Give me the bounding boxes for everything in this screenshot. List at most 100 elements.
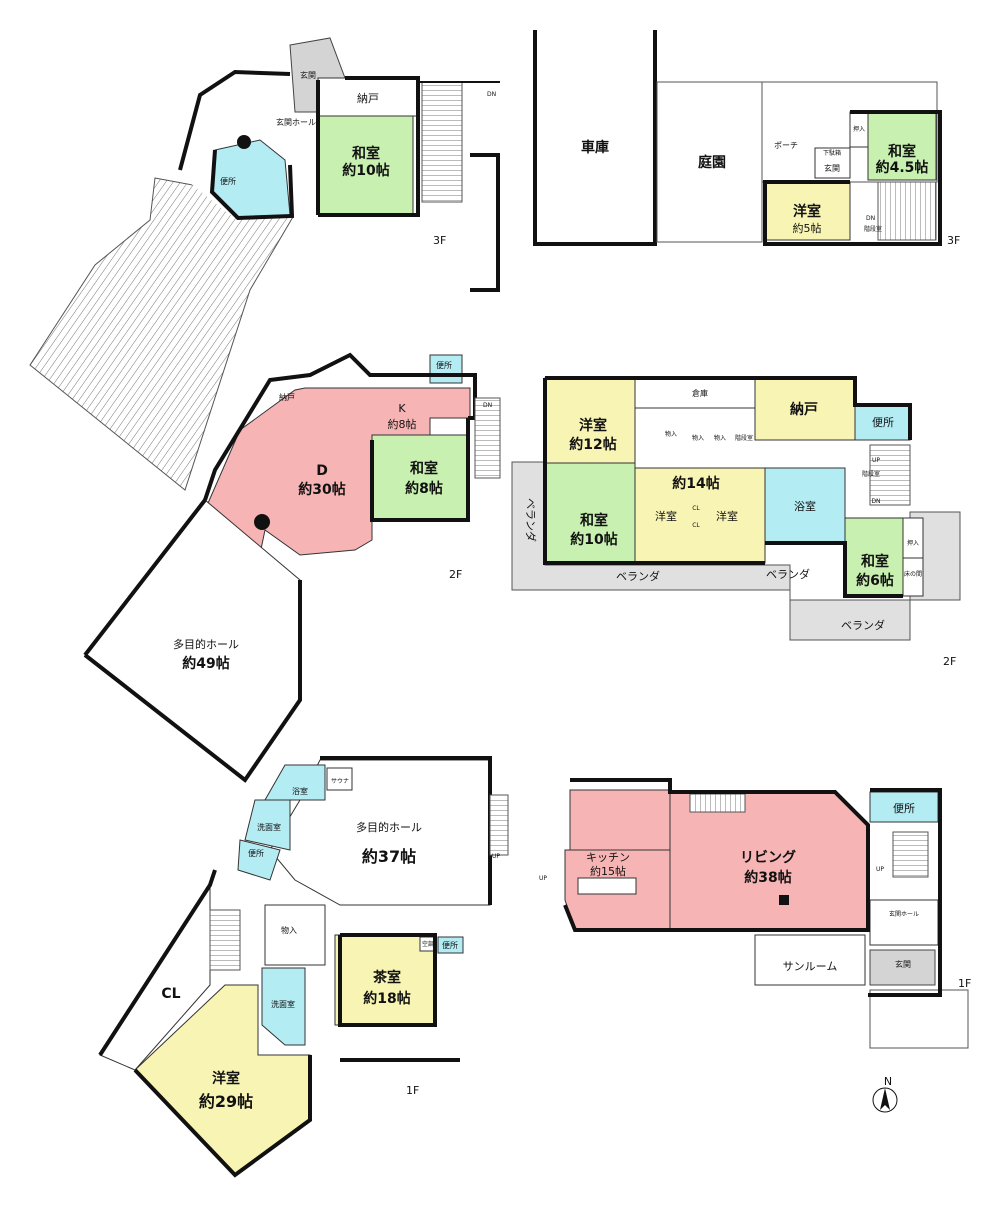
- label-bath-1f: 浴室: [292, 786, 308, 796]
- label-hall-1f-size: 約37帖: [362, 847, 416, 866]
- roof-deck: [29, 177, 301, 491]
- label-youshitsu-12-size: 約12帖: [569, 436, 616, 453]
- senmen-1f-bottom: [261, 967, 306, 1046]
- floor-3f-right: [533, 30, 942, 246]
- label-size-14: 約14帖: [672, 475, 719, 492]
- label-youshitsu-3f: 洋室: [793, 203, 821, 220]
- label-monoire-1f: 物入: [281, 925, 297, 935]
- toilet-1f-left: [237, 839, 281, 881]
- label-washitsu-10-2f-size: 約10帖: [570, 531, 617, 548]
- bath-1f: [264, 764, 326, 801]
- label-dn-3f-right: DN: [866, 215, 875, 222]
- floor-2f-right: [511, 376, 961, 641]
- label-youshitsu-size-3f: 約5帖: [793, 221, 822, 235]
- label-cl-1f: CL: [161, 986, 180, 1002]
- label-sunroom: サンルーム: [783, 960, 838, 973]
- label-chashitsu: 茶室: [372, 969, 401, 986]
- sauna: [326, 767, 353, 791]
- label-stairs-3f: 階段室: [864, 225, 882, 233]
- label-genkan-1f: 玄関: [895, 959, 911, 969]
- senmen-1f-top: [244, 799, 291, 851]
- entrance-hall-1f: [869, 899, 939, 946]
- label-nando-2f-right: 納戸: [790, 401, 818, 418]
- tokonoma-2f: [902, 557, 924, 597]
- label-garden: 庭園: [698, 154, 726, 171]
- genkan-1f: [869, 949, 936, 986]
- label-bath-2f: 浴室: [794, 499, 816, 513]
- label-senmen-1f-top: 洗面室: [257, 822, 281, 832]
- chashitsu: [334, 934, 436, 1026]
- approach-area: [869, 989, 969, 1049]
- label-toilet-1f-tea: 便所: [442, 940, 458, 950]
- label-monoire-1: 物入: [665, 430, 677, 438]
- floor-label-1f-left: 1F: [406, 1084, 419, 1097]
- label-veranda-mid: ベランダ: [616, 569, 660, 583]
- label-kitchen-size: 約15帖: [590, 864, 626, 878]
- label-oshiire-2f: 押入: [907, 539, 919, 547]
- sunroom: [754, 934, 866, 986]
- label-garage: 車庫: [581, 139, 609, 156]
- label-veranda-bottom: ベランダ: [841, 618, 885, 632]
- washitsu-8-2f: [371, 434, 469, 521]
- label-washitsu-3f-left: 和室: [352, 145, 380, 162]
- toilet-1f-right: [869, 791, 939, 823]
- nando-2f: [754, 377, 856, 441]
- label-youshitsu-a: 洋室: [655, 509, 677, 523]
- kitchen-upper: [569, 789, 671, 851]
- label-shoes: 下駄箱: [823, 149, 841, 157]
- label-porch: ポーチ: [774, 141, 798, 150]
- label-genkan-3f-right: 玄関: [824, 163, 840, 173]
- label-living-size: 約38帖: [744, 869, 791, 886]
- label-oshiire-3f: 押入: [853, 125, 865, 133]
- floor-2f-left: [83, 352, 501, 783]
- floor-label-2f-left: 2F: [449, 568, 462, 581]
- floor-1f-left: [98, 756, 509, 1178]
- washitsu-45: [867, 111, 937, 181]
- washitsu-10-2f: [544, 462, 636, 564]
- label-d: D: [316, 463, 328, 479]
- garden-area: [656, 81, 763, 243]
- stairs-3f: [421, 81, 463, 203]
- label-genkan-3f-left: 玄関: [300, 70, 316, 80]
- label-genkan-hall-3f: 玄関ホール: [276, 117, 316, 127]
- label-dn-3f-left: DN: [487, 91, 496, 98]
- label-nando-2f-left: 納戸: [279, 392, 295, 402]
- pillar: [237, 135, 251, 149]
- label-youshitsu-b: 洋室: [716, 509, 738, 523]
- floor-1f-right: [563, 778, 969, 1049]
- label-nando-3f: 納戸: [357, 92, 379, 105]
- stairs-2f-right: [869, 444, 911, 506]
- label-washitsu-2f-left: 和室: [410, 460, 438, 477]
- label-aircon: 空調: [422, 940, 434, 948]
- label-up-1f-hall: UP: [492, 853, 500, 860]
- label-washitsu-10-2f: 和室: [580, 512, 608, 529]
- label-stairs-2f-inner: 階段室: [735, 434, 753, 442]
- label-toilet-3f-left: 便所: [220, 176, 236, 186]
- label-souko: 倉庫: [692, 388, 708, 398]
- floor-label-2f-right: 2F: [943, 655, 956, 668]
- label-washitsu-6-2f-size: 約6帖: [856, 572, 894, 589]
- stairs-room-3f: [877, 181, 937, 241]
- kitchen-counter: [577, 877, 637, 895]
- stairs-1f-living: [689, 793, 746, 813]
- floor-label-3f-left: 3F: [433, 234, 446, 247]
- label-up-1f-kitchen: UP: [539, 875, 547, 882]
- label-tokonoma: 床の間: [904, 570, 922, 578]
- label-youshitsu-29-size: 約29帖: [199, 1092, 253, 1111]
- label-washitsu-3f-right: 和室: [888, 143, 916, 160]
- label-washitsu-size-3f-right: 約4.5帖: [876, 159, 929, 176]
- label-senmen-1f-bottom: 洗面室: [271, 999, 295, 1009]
- label-hall-2f: 多目的ホール: [173, 637, 239, 651]
- label-youshitsu-29: 洋室: [212, 1070, 240, 1087]
- label-toilet-2f-right: 便所: [872, 416, 894, 429]
- label-cl-1: CL: [692, 505, 700, 512]
- toilet-2f: [429, 354, 463, 384]
- stairs-1f-right: [892, 831, 929, 878]
- label-hall-1f: 多目的ホール: [356, 820, 422, 834]
- label-youshitsu-12: 洋室: [579, 417, 607, 434]
- floor-label-1f-right: 1F: [958, 977, 971, 990]
- floor-3f-left: [29, 37, 500, 491]
- compass-label: N: [884, 1075, 892, 1088]
- label-veranda-right: ベランダ: [766, 567, 810, 581]
- stairs-2f-left: [474, 397, 501, 479]
